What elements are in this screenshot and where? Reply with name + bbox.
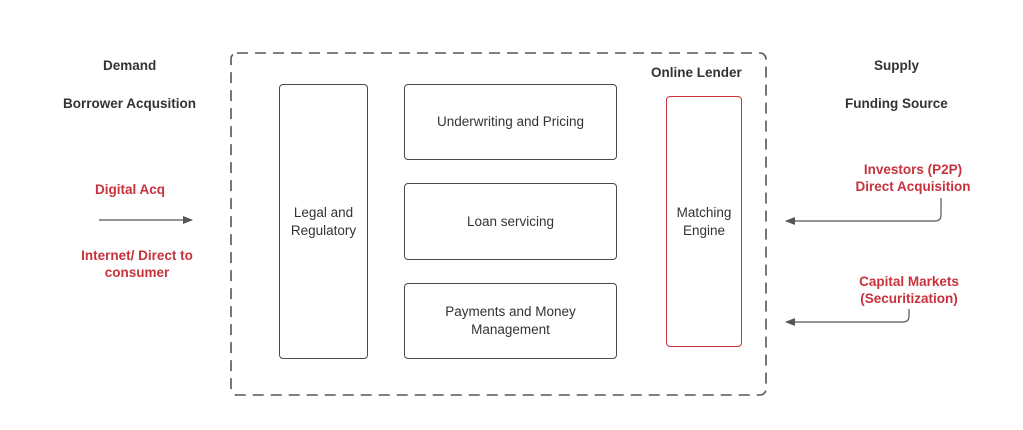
investors-arrow (785, 198, 942, 225)
supply-title: Supply (874, 58, 920, 73)
funding-source-label: Funding Source (845, 96, 948, 111)
online-lender-frame (230, 52, 767, 396)
online-lender-title: Online Lender (651, 65, 742, 80)
investors-label: Investors (P2P) Direct Acquisition (855, 162, 971, 194)
digital-acq-label: Digital Acq (95, 182, 166, 197)
legal-regulatory-box: Legal and Regulatory (279, 84, 368, 359)
capital-markets-arrow (785, 309, 910, 326)
loan-servicing-label: Loan servicing (466, 213, 555, 229)
borrower-acquisition-label: Borrower Acqusition (63, 96, 197, 111)
loan-servicing-box: Loan servicing (404, 183, 617, 260)
matching-engine-label: Matching Engine (676, 204, 732, 238)
underwriting-pricing-label: Underwriting and Pricing (436, 114, 585, 129)
legal-regulatory-label: Legal and Regulatory (290, 204, 357, 238)
payments-money-box: Payments and Money Management (404, 283, 617, 359)
demand-title: Demand (103, 58, 157, 73)
internet-direct-label: Internet/ Direct to consumer (81, 248, 193, 280)
payments-money-label: Payments and Money Management (445, 304, 576, 337)
capital-markets-label: Capital Markets (Securitization) (859, 274, 959, 306)
matching-engine-box: Matching Engine (666, 96, 742, 347)
underwriting-pricing-box: Underwriting and Pricing (404, 84, 617, 160)
